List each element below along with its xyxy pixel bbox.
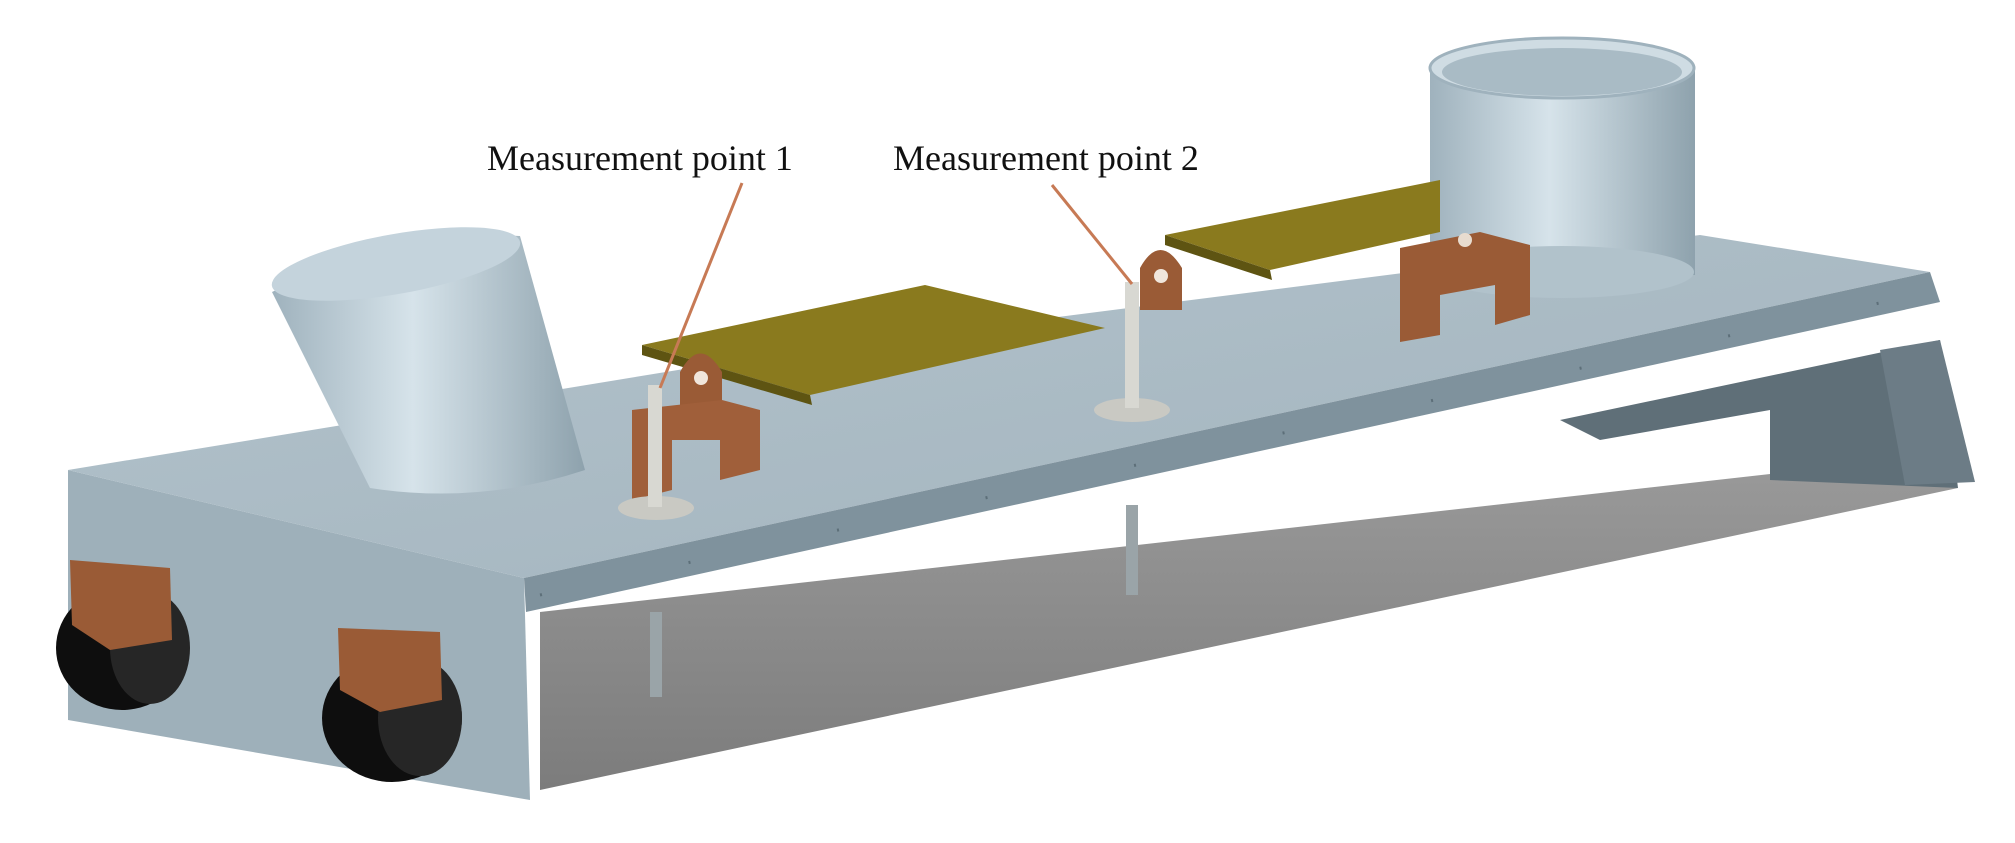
leader-line-point1 (658, 182, 744, 389)
left-pipe (272, 235, 585, 494)
circuit-board-1-edge (642, 345, 812, 405)
wheel-left-front (56, 560, 190, 710)
label-measurement-point-1: Measurement point 1 (487, 138, 793, 178)
rod-point2-lower (1126, 505, 1138, 595)
interior-cavity (540, 455, 1958, 790)
bracket-point1 (632, 353, 760, 500)
wheel-left-rear (322, 628, 462, 782)
top-surface (68, 235, 1930, 578)
left-pipe-top (271, 227, 521, 301)
circuit-board-2-edge (1165, 235, 1272, 280)
bracket-point2 (1140, 250, 1182, 310)
label-measurement-point-2: Measurement point 2 (893, 138, 1199, 178)
right-end-box (1560, 340, 1958, 488)
rod-point1-lower (650, 612, 662, 697)
leader-line-point2 (1050, 184, 1134, 285)
measurement-post-2 (1094, 282, 1170, 422)
bracket-right (1400, 232, 1530, 342)
circuit-board-1 (642, 285, 1105, 395)
right-end-panel (1880, 340, 1975, 485)
front-lip (524, 272, 1940, 612)
circuit-board-2 (1165, 180, 1440, 270)
right-pipe-opening (1442, 48, 1682, 96)
measurement-post-1 (618, 385, 694, 520)
